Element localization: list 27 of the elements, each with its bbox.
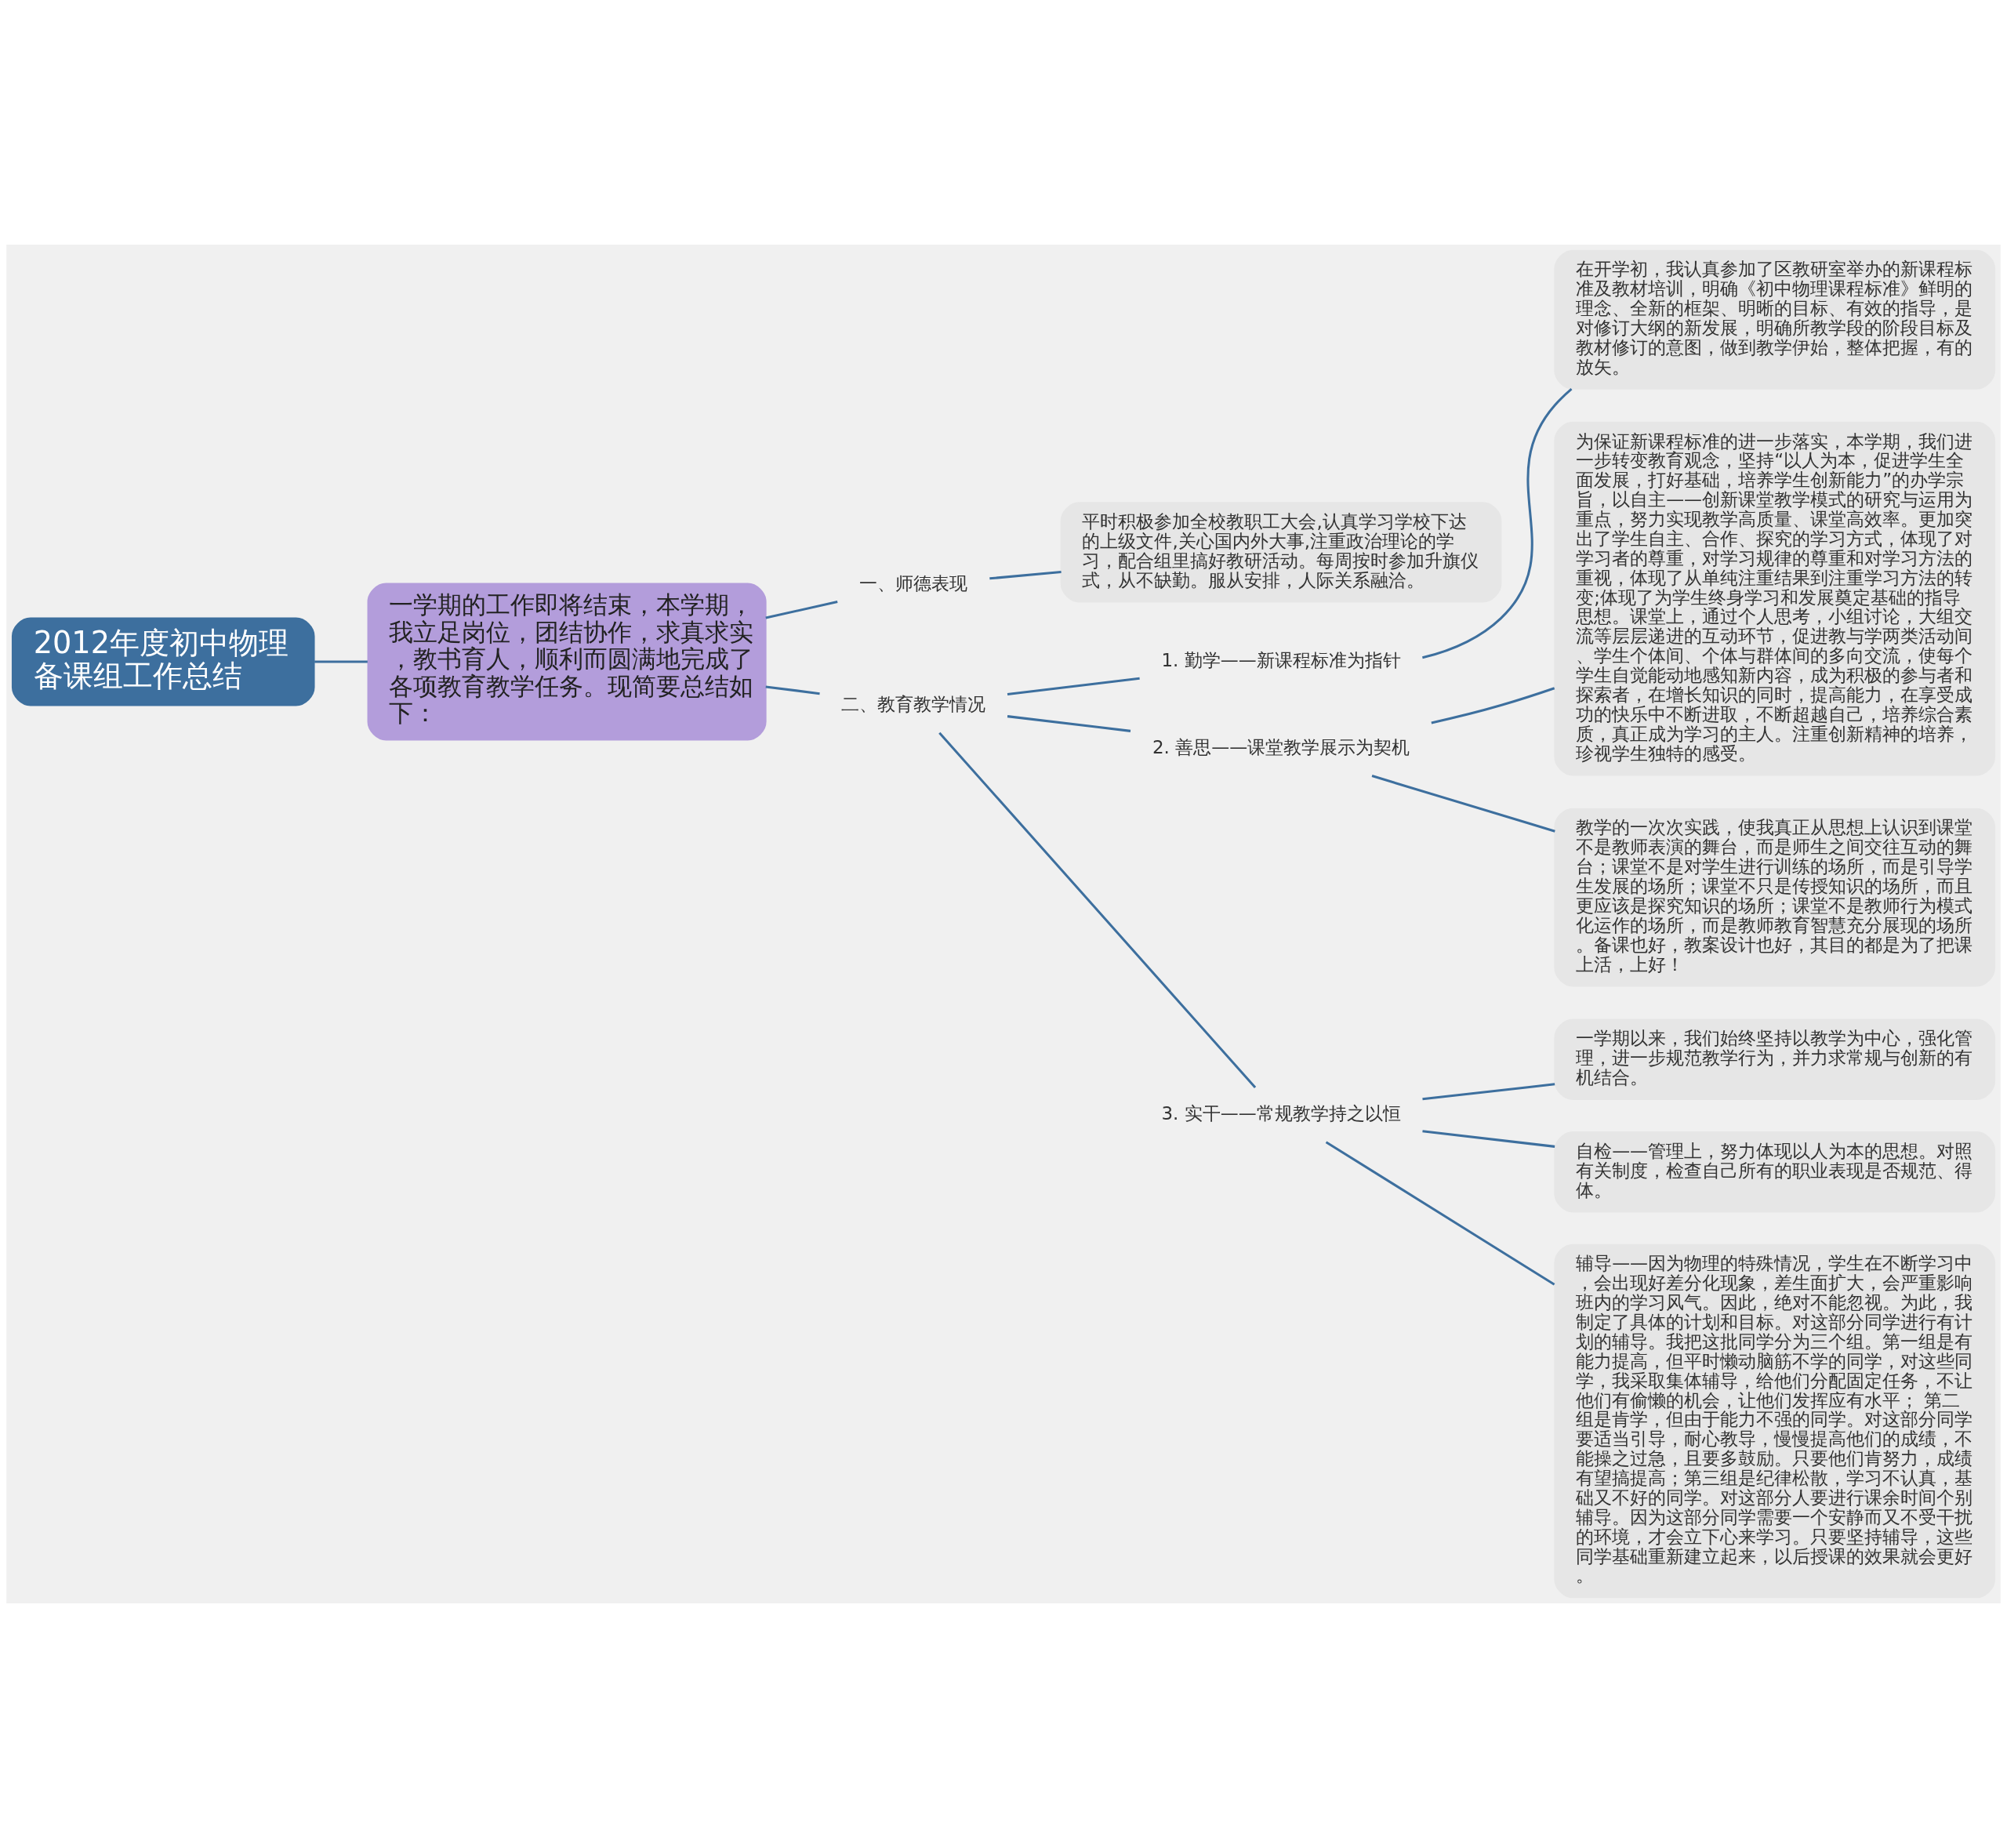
connector: [765, 685, 820, 695]
node-box: 在开学初，我认真参加了区教研室举办的新课程标准及教材培训，明确《初中物理课程标准》鲜明的理念、全新的框架、明晰的目标、有效的指导，是对修订大纲的新发展，明确所教学段的阶段目标及教材修订的意图，做到教学伊始，整体把握，有的放矢。: [1554, 249, 1996, 390]
node-text: 1. 勤学——新课程标准为指针: [1161, 649, 1401, 670]
connector: [1007, 715, 1131, 732]
node-box: 一学期的工作即将结束，本学期，我立足岗位，团结协作，求真求实，教书育人，顺利而圆满地完成了各项教育教学任务。现简要总结如下：: [367, 583, 767, 741]
node-box: 自检——管理上，努力体现以人为本的思想。对照有关制度，检查自己所有的职业表现是否规范、得体。: [1554, 1131, 1996, 1213]
node-box: 辅导——因为物理的特殊情况，学生在不断学习中，会出现好差分化现象，差生面扩大，会严重影响班内的学习风气。因此，绝对不能忽视。为此，我制定了具体的计划和目标。对这部分同学进行有计划的辅导。我把这批同学分为三个组。第一组是有能力提高，但平时懒动脑筋不学的同学，对这些同学，我采取集体辅导，给他们分配固定任务，不让他们有偷懒的机会，让他们发挥应有水平； 第二组是肯学，但由于能力不强的同学。对这部分同学要适当引导，耐心教导，慢慢提高他们的成绩，不能操之过急，且要多鼓励。只要他们肯努力，成绩有望搞提高；第三组是纪律松散，学习不认真，基础又不好的同学。对这部分人要进行课余时间个别辅导。因为这部分同学需要一个安静而又不受干扰的环境，才会立下心来学习。只要坚持辅导，这些同学基础重新建立起来，以后授课的效果就会更好。: [1554, 1243, 1996, 1599]
node-box: 平时积极参加全校教职工大会,认真学习学校下达的上级文件,关心国内外大事,注重政治理论的学习，配合组里搞好教研活动。每周按时参加升旗仪式，从不缺勤。服从安排，人际关系融洽。: [1060, 502, 1502, 603]
connector: [1325, 1141, 1555, 1286]
connector: [938, 732, 1257, 1089]
connector: [989, 571, 1062, 580]
node-text: 2. 善思——课堂教学展示为契机: [1152, 736, 1410, 757]
connector: [1431, 687, 1555, 724]
node-box: 一学期以来，我们始终坚持以教学为中心，强化管理，进一步规范教学行为，并力求常规与创新的有机结合。: [1554, 1018, 1996, 1100]
node-text: 二、教育教学情况: [841, 693, 986, 714]
node-box: 教学的一次次实践，使我真正从思想上认识到课堂不是教师表演的舞台，而是师生之间交往互动的舞台；课堂不是对学生进行训练的场所，而是引导学生发展的场所；课堂不只是传授知识的场所，而且更应该是探究知识的场所；课堂不是教师行为模式化运作的场所，而是教师教育智慧充分展现的场所。备课也好，教案设计也好，其目的都是为了把课上活，上好！: [1554, 808, 1996, 987]
node-box: 为保证新课程标准的进一步落实，本学期，我们进一步转变教育观念，坚持“以人为本，促进学生全面发展，打好基础，培养学生创新能力”的办学宗旨，以自主——创新课堂教学模式的研究与运用为重点，努力实现教学高质量、课堂高效率。更加突出了学生自主、合作、探究的学习方式，体现了对学习者的尊重，对学习规律的尊重和对学习方法的重视，体现了从单纯注重结果到注重学习方法的转变;体现了为学生终身学习和发展奠定基础的指导思想。课堂上，通过个人思考，小组讨论，大组交流等层层递进的互动环节，促进教与学两类活动间、学生个体间、个体与群体间的多向交流，使每个学生自觉能动地感知新内容，成为积极的参与者和探索者，在增长知识的同时，提高能力，在享受成功的快乐中不断进取，不断超越自己，培养综合素质，真正成为学习的主人。注重创新精神的培养，珍视学生独特的感受。: [1554, 421, 1996, 776]
node-text: 一、师德表现: [859, 573, 968, 594]
connector: [1422, 387, 1573, 659]
connector: [1422, 1130, 1555, 1148]
node-text: 3. 实干——常规教学持之以恒: [1161, 1102, 1401, 1124]
connector: [765, 601, 838, 619]
node-box: 2012年度初中物理备课组工作总结: [11, 617, 315, 706]
connector: [1007, 677, 1140, 695]
connector: [314, 660, 368, 663]
connector: [1371, 775, 1555, 833]
connector: [1422, 1083, 1555, 1101]
